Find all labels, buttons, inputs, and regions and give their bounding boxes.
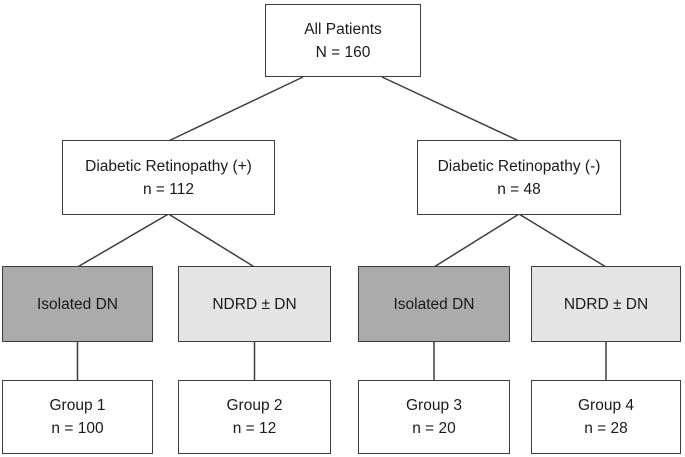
connector-drpos-to-ndrd-dn-left (168, 213, 255, 268)
node-group-1: Group 1 n = 100 (2, 380, 153, 454)
node-group-3-label: Group 3 (405, 397, 462, 414)
connector-drneg-to-isolated-dn-right (433, 213, 520, 268)
node-all-patients: All Patients N = 160 (265, 4, 421, 77)
node-isolated-dn-right-label: Isolated DN (393, 295, 475, 313)
node-group-2: Group 2 n = 12 (178, 380, 331, 454)
node-dr-negative: Diabetic Retinopathy (-) n = 48 (417, 140, 621, 215)
node-group-1-count: n = 100 (51, 420, 104, 437)
node-group-2-count: n = 12 (232, 420, 277, 437)
node-dr-positive-count: n = 112 (143, 180, 194, 198)
node-group-4: Group 4 n = 28 (531, 380, 681, 454)
connector-root-to-dr-positive (168, 76, 304, 142)
node-group-1-label: Group 1 (49, 397, 106, 414)
connector-root-to-dr-negative (381, 76, 520, 142)
node-group-4-label: Group 4 (577, 397, 634, 414)
node-isolated-dn-left-label: Isolated DN (37, 295, 118, 313)
node-ndrd-dn-right-label: NDRD ± DN (563, 295, 649, 313)
node-group-3-count: n = 20 (412, 420, 456, 437)
node-ndrd-dn-left: NDRD ± DN (178, 266, 331, 342)
connector-drneg-to-ndrd-dn-right (518, 213, 607, 268)
node-ndrd-dn-right: NDRD ± DN (531, 266, 681, 342)
node-dr-positive-label: Diabetic Retinopathy (+) (85, 157, 252, 175)
node-dr-negative-label: Diabetic Retinopathy (-) (437, 157, 601, 175)
node-isolated-dn-right: Isolated DN (358, 266, 510, 342)
node-ndrd-dn-left-label: NDRD ± DN (212, 295, 297, 313)
node-all-patients-count: N = 160 (315, 43, 371, 61)
node-dr-positive: Diabetic Retinopathy (+) n = 112 (62, 140, 275, 215)
node-group-3: Group 3 n = 20 (358, 380, 510, 454)
node-dr-negative-count: n = 48 (497, 180, 541, 198)
node-group-2-label: Group 2 (226, 397, 283, 414)
node-isolated-dn-left: Isolated DN (2, 266, 153, 342)
node-group-4-count: n = 28 (584, 420, 628, 437)
node-all-patients-label: All Patients (304, 20, 382, 38)
connector-drpos-to-isolated-dn-left (77, 213, 169, 268)
